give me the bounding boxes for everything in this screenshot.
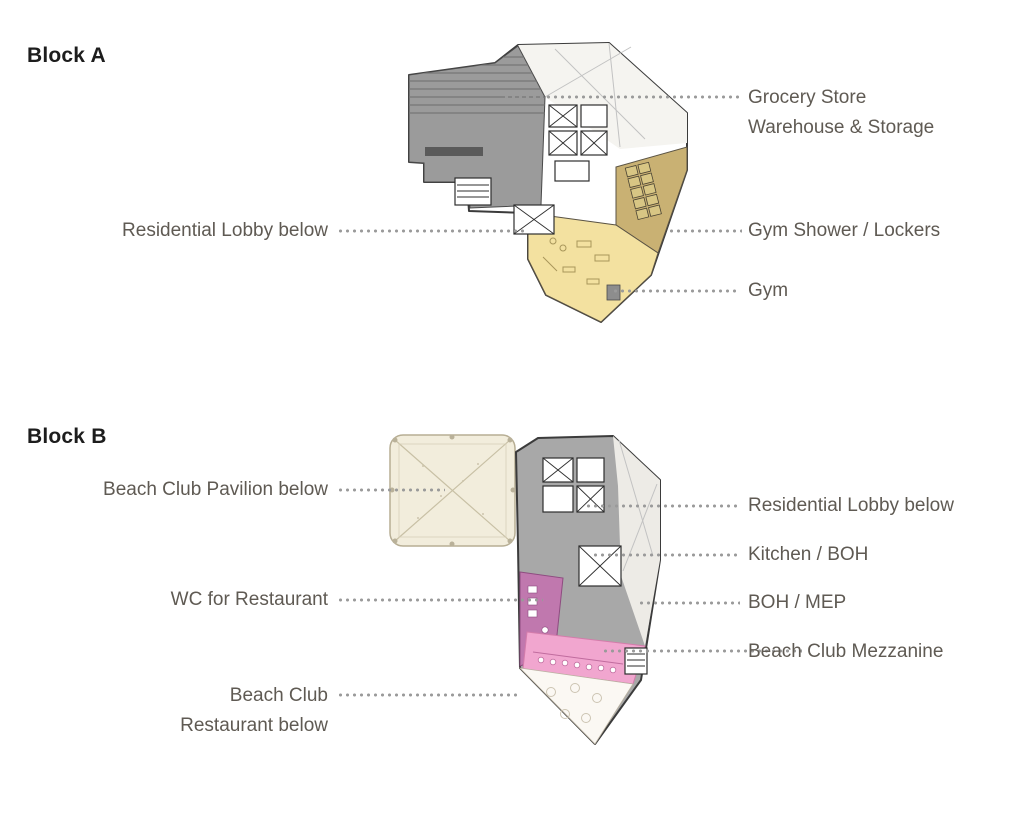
block-b-mezzanine-bar bbox=[532, 651, 624, 674]
leader-wc bbox=[337, 598, 543, 602]
callout-boh-mep: BOH / MEP bbox=[748, 592, 847, 613]
leader-pavilion bbox=[337, 488, 445, 492]
block-a-gym-zone bbox=[527, 212, 659, 323]
leader-boh-mep bbox=[638, 601, 740, 605]
pavilion-texture-dots bbox=[417, 463, 484, 519]
callout-restaurant-line2: Restaurant below bbox=[180, 715, 328, 736]
leader-gym bbox=[612, 289, 740, 293]
leader-residential-b bbox=[585, 504, 740, 508]
callout-gym-lockers: Gym Shower / Lockers bbox=[748, 220, 941, 241]
callout-residential-lobby-b: Residential Lobby below bbox=[748, 495, 954, 516]
block-a-locker-units bbox=[624, 161, 662, 221]
block-b-stair-right bbox=[624, 647, 648, 675]
block-a-core-stairs bbox=[548, 104, 608, 182]
callout-grocery-line1: Grocery Store bbox=[748, 87, 867, 108]
block-a-warehouse-zone bbox=[408, 45, 546, 209]
block-b-restaurant-zone bbox=[518, 667, 634, 745]
leader-grocery bbox=[503, 95, 741, 99]
block-b-restaurant-tables bbox=[546, 683, 602, 723]
callout-restaurant: Beach Club Restaurant below bbox=[28, 681, 328, 741]
callout-pavilion: Beach Club Pavilion below bbox=[103, 479, 328, 500]
leader-gym-lockers bbox=[668, 229, 742, 233]
callout-gym: Gym bbox=[748, 280, 789, 301]
block-a-ramp bbox=[454, 177, 492, 206]
callout-wc-restaurant: WC for Restaurant bbox=[170, 589, 328, 610]
callout-kitchen-boh: Kitchen / BOH bbox=[748, 544, 869, 565]
block-a-title: Block A bbox=[27, 44, 106, 67]
callout-grocery-line2: Warehouse & Storage bbox=[748, 117, 935, 138]
leader-restaurant bbox=[337, 693, 520, 697]
block-a-gym-equipment bbox=[542, 237, 610, 285]
block-a-floor-plan bbox=[408, 42, 688, 323]
block-b-pavilion-zone bbox=[389, 434, 516, 547]
block-b-floor-plan bbox=[389, 434, 661, 745]
block-a-warehouse-dock bbox=[425, 147, 483, 156]
leader-mezzanine bbox=[602, 649, 802, 653]
callout-mezzanine: Beach Club Mezzanine bbox=[748, 641, 944, 662]
callout-grocery-store: Grocery Store Warehouse & Storage bbox=[748, 83, 934, 143]
leader-kitchen bbox=[592, 553, 740, 557]
callout-restaurant-line1: Beach Club bbox=[229, 685, 328, 706]
leader-residential-a bbox=[337, 229, 528, 233]
block-b-title: Block B bbox=[27, 425, 107, 448]
block-b-core-stairs bbox=[542, 457, 605, 513]
callout-residential-lobby-a: Residential Lobby below bbox=[122, 220, 328, 241]
block-b-lobby-void bbox=[578, 545, 622, 587]
